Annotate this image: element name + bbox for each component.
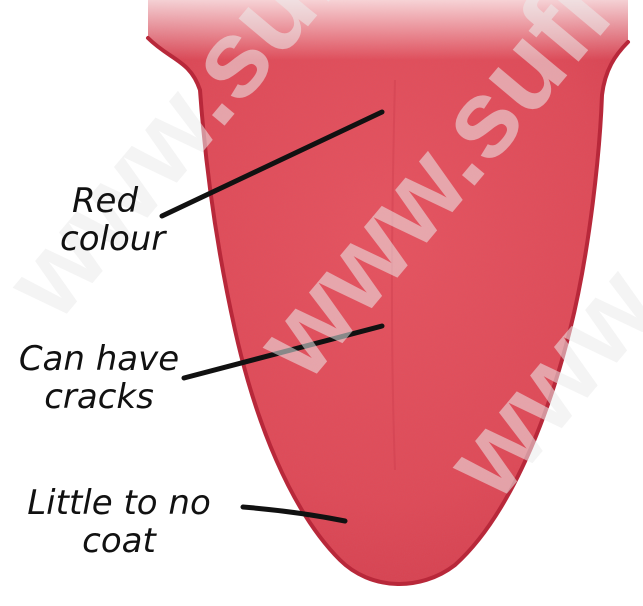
label-little-to-no-coat-line2: coat — [4, 522, 234, 560]
label-little-to-no-coat-line1: Little to no — [4, 484, 234, 522]
label-can-have-cracks-line2: cracks — [4, 378, 194, 416]
label-little-to-no-coat: Little to no coat — [4, 484, 234, 560]
label-can-have-cracks-line1: Can have — [4, 340, 194, 378]
label-red-colour-line2: colour — [60, 220, 150, 258]
tongue-top-fade — [140, 0, 640, 60]
label-can-have-cracks: Can have cracks — [4, 340, 194, 416]
label-red-colour: Red colour — [60, 182, 150, 258]
label-red-colour-line1: Red — [60, 182, 150, 220]
